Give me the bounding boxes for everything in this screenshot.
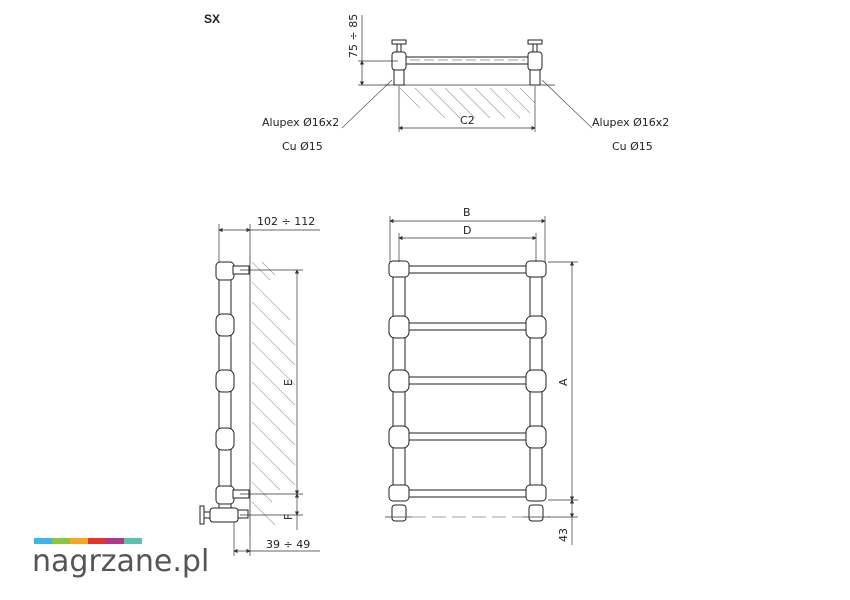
left-alupex-label: Alupex Ø16x2 [262, 116, 339, 129]
side-valve [209, 507, 239, 523]
logo-text: nagrzane.pl [32, 544, 210, 579]
logo-bar [70, 538, 88, 544]
top-rail [403, 56, 531, 65]
right-cu-label: Cu Ø15 [612, 140, 653, 153]
right-alupex-label: Alupex Ø16x2 [592, 116, 669, 129]
front-left-valve [391, 504, 407, 522]
depth-range-label: 102 ÷ 112 [257, 215, 315, 228]
left-cu-label: Cu Ø15 [282, 140, 323, 153]
right-valve-top [527, 39, 543, 86]
logo-bar [106, 538, 124, 544]
b-label: B [463, 206, 471, 219]
logo-color-bars [34, 538, 142, 544]
logo-bar [124, 538, 142, 544]
front-view: B D A 43 [385, 206, 578, 545]
top-view: 75 ÷ 85 C2 Alupex Ø16x2 Cu Ø15 Alupex Ø1… [262, 14, 669, 153]
side-view: 102 ÷ 112 E F 39 ÷ 49 [199, 215, 320, 556]
offset-range-label: 39 ÷ 49 [266, 538, 310, 551]
left-valve-top [391, 39, 407, 86]
wall-hatch-top [385, 84, 555, 119]
nagrzane-logo: nagrzane.pl [30, 538, 230, 582]
a-label: A [557, 378, 570, 386]
front-rails [404, 265, 531, 498]
front-right-valve [528, 504, 544, 522]
e-label: E [282, 379, 295, 386]
model-title: SX [204, 12, 220, 26]
logo-bar [88, 538, 106, 544]
dim-43-label: 43 [557, 528, 570, 542]
height-range-label: 75 ÷ 85 [347, 14, 360, 58]
logo-bar [52, 538, 70, 544]
d-label: D [463, 224, 471, 237]
logo-bar [34, 538, 52, 544]
wall-hatch-side [249, 255, 296, 535]
f-label: F [282, 514, 295, 520]
c2-label: C2 [460, 114, 475, 127]
